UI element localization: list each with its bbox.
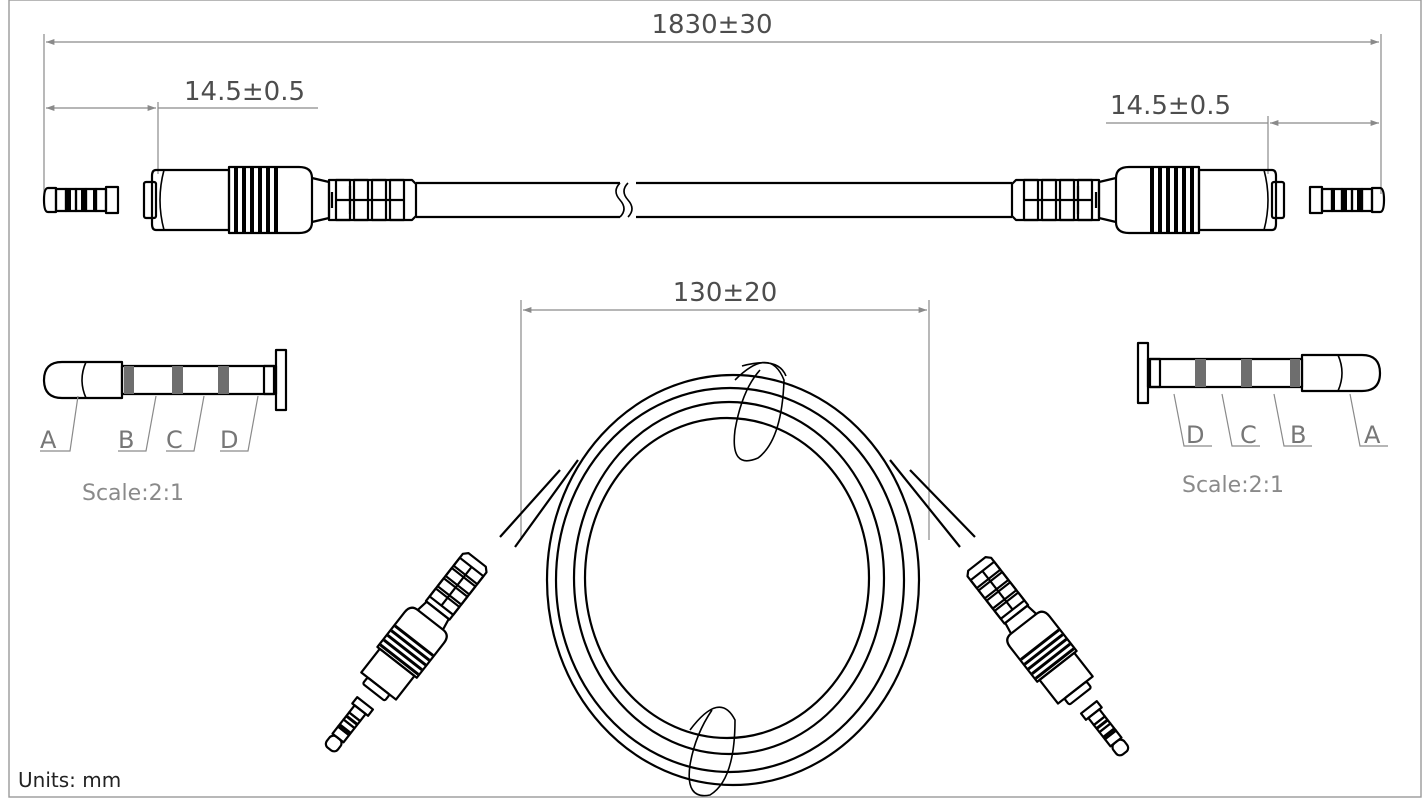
straight-cable — [42, 165, 1386, 235]
left-detail-plug: A B C D Scale:2:1 — [40, 348, 288, 506]
left-label-d: D — [220, 426, 238, 454]
overall-length-dimension: 1830±30 — [43, 10, 1382, 194]
right-label-c: C — [1240, 421, 1257, 449]
right-plug-length-dimension: 14.5±0.5 — [1106, 91, 1380, 174]
left-label-a: A — [40, 426, 57, 454]
left-scale-text: Scale:2:1 — [82, 481, 184, 506]
overall-length-value: 1830±30 — [651, 10, 772, 40]
coil-diameter-value: 130±20 — [673, 278, 778, 308]
right-scale-text: Scale:2:1 — [1182, 473, 1284, 498]
right-label-d: D — [1186, 421, 1204, 449]
left-label-b: B — [118, 426, 134, 454]
units-label: Units: mm — [18, 768, 121, 792]
left-plug-length-dimension: 14.5±0.5 — [46, 77, 318, 174]
coil-diameter-dimension: 130±20 — [520, 278, 930, 540]
drawing-frame — [8, 0, 1422, 798]
right-label-b: B — [1290, 421, 1306, 449]
left-plug-length-value: 14.5±0.5 — [184, 77, 305, 107]
right-label-a: A — [1364, 421, 1381, 449]
coiled-cable — [308, 361, 1146, 797]
left-label-c: C — [166, 426, 183, 454]
right-plug-length-value: 14.5±0.5 — [1110, 91, 1231, 121]
right-detail-plug: D C B A Scale:2:1 — [1136, 341, 1388, 498]
